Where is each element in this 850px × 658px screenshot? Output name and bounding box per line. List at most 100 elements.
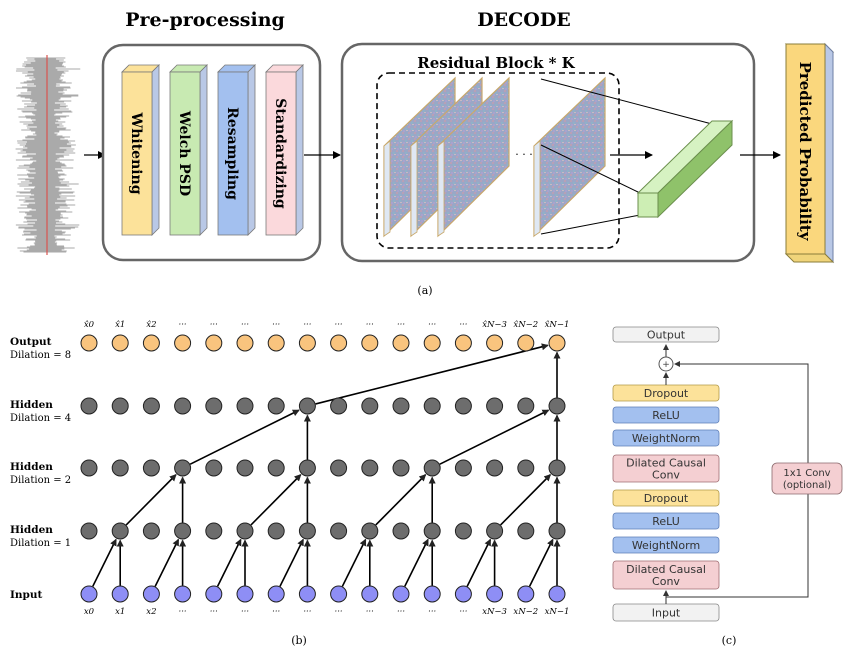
- tcn-node-input: [517, 585, 535, 603]
- layer-relu-box: [612, 512, 720, 530]
- output-label: ···: [428, 320, 436, 330]
- input-label: ···: [303, 607, 311, 617]
- tcn-node-output: [361, 334, 379, 352]
- step-label: Welch PSD: [176, 110, 192, 196]
- layer-weightnorm-label: WeightNorm: [632, 432, 700, 445]
- row-label: Hidden: [10, 461, 53, 473]
- tcn-edge: [500, 474, 552, 526]
- tcn-edge: [125, 474, 177, 526]
- layer-dropout: Dropout: [612, 489, 720, 507]
- decode-title: DECODE: [477, 9, 571, 31]
- tcn-node-hidden: [548, 397, 566, 415]
- tcn-node-hidden: [142, 459, 160, 477]
- input-waveform-icon: [15, 55, 81, 255]
- tcn-node-hidden: [392, 397, 410, 415]
- tcn-node-hidden: [298, 459, 316, 477]
- input-label: ···: [428, 607, 436, 617]
- tcn-node-input: [142, 585, 160, 603]
- step-welch-psd: Welch PSD: [169, 64, 208, 236]
- layer-relu: ReLU: [612, 512, 720, 530]
- output-label: ···: [397, 320, 405, 330]
- tcn-node-hidden: [205, 397, 223, 415]
- feature-map-edge: [533, 140, 541, 237]
- tcn-node-input: [454, 585, 472, 603]
- output-label: ···: [366, 320, 374, 330]
- tcn-edge: [315, 343, 549, 405]
- skip-path: [666, 494, 809, 598]
- panel-c: OutputInputDropoutReLUWeightNormDilated …: [612, 326, 843, 647]
- output-label: x̂0: [84, 319, 95, 330]
- tcn-node-hidden: [423, 397, 441, 415]
- dense-layer: [636, 119, 734, 219]
- tcn-node-hidden: [267, 459, 285, 477]
- output-label: ···: [179, 320, 187, 330]
- layer-dilated-causal-conv-box: [612, 454, 720, 483]
- tcn-node-output: [517, 334, 535, 352]
- layer-dropout: Dropout: [612, 384, 720, 402]
- row-label: Input: [10, 589, 43, 601]
- tcn-node-hidden: [111, 397, 129, 415]
- row-label: Hidden: [10, 399, 53, 411]
- output-label: ···: [303, 320, 311, 330]
- predicted-probability-bar: Predicted Probability: [784, 42, 835, 264]
- tcn-node-hidden: [80, 459, 98, 477]
- tcn-node-output: [330, 334, 348, 352]
- output-label: ···: [272, 320, 280, 330]
- output-label: x̂2: [146, 319, 156, 330]
- caption-c: (c): [722, 634, 737, 647]
- tcn-node-output: [548, 334, 566, 352]
- step-front-face: [217, 71, 249, 236]
- tcn-node-hidden: [111, 459, 129, 477]
- layer-weightnorm-box: [612, 429, 720, 447]
- dilation-label: Dilation = 8: [10, 350, 71, 361]
- input-label: x2: [146, 607, 156, 617]
- tcn-edge: [92, 538, 117, 587]
- tcn-edges: [92, 343, 561, 587]
- input-label: ···: [397, 607, 405, 617]
- add-symbol: +: [662, 360, 670, 370]
- tcn-node-output: [142, 334, 160, 352]
- tcn-node-output: [423, 334, 441, 352]
- add-node: [658, 356, 674, 372]
- step-side-face: [295, 64, 304, 236]
- tcn-node-hidden: [267, 522, 285, 540]
- tcn-node-hidden: [361, 522, 379, 540]
- step-front-face: [121, 71, 153, 236]
- tcn-node-input: [330, 585, 348, 603]
- tcn-edge: [189, 409, 300, 465]
- tcn-node-input: [267, 585, 285, 603]
- feature-maps: [383, 76, 606, 238]
- tcn-node-input: [392, 585, 410, 603]
- tcn-node-hidden: [205, 459, 223, 477]
- input-label: ···: [366, 607, 374, 617]
- caption-a: (a): [417, 284, 432, 297]
- tcn-node-input: [548, 585, 566, 603]
- output-label: ···: [241, 320, 249, 330]
- output-label: x̂1: [115, 319, 125, 330]
- input-label: ···: [335, 607, 343, 617]
- tcn-edge: [528, 538, 554, 587]
- input-label: x0: [84, 607, 95, 617]
- tcn-node-hidden: [454, 397, 472, 415]
- residual-block-frame: [376, 72, 620, 249]
- residual-block-label: Residual Block * K: [417, 54, 575, 72]
- feature-map-edge: [383, 140, 391, 237]
- row-label: Hidden: [10, 524, 53, 536]
- tcn-node-hidden: [236, 522, 254, 540]
- conv1x1-box: [771, 462, 843, 495]
- layer-relu-box: [612, 406, 720, 424]
- tcn-node-hidden: [174, 522, 192, 540]
- tcn-node-input: [486, 585, 504, 603]
- tcn-node-hidden: [361, 459, 379, 477]
- feature-map: [437, 76, 510, 238]
- tcn-node-hidden: [174, 397, 192, 415]
- tcn-node-hidden: [236, 397, 254, 415]
